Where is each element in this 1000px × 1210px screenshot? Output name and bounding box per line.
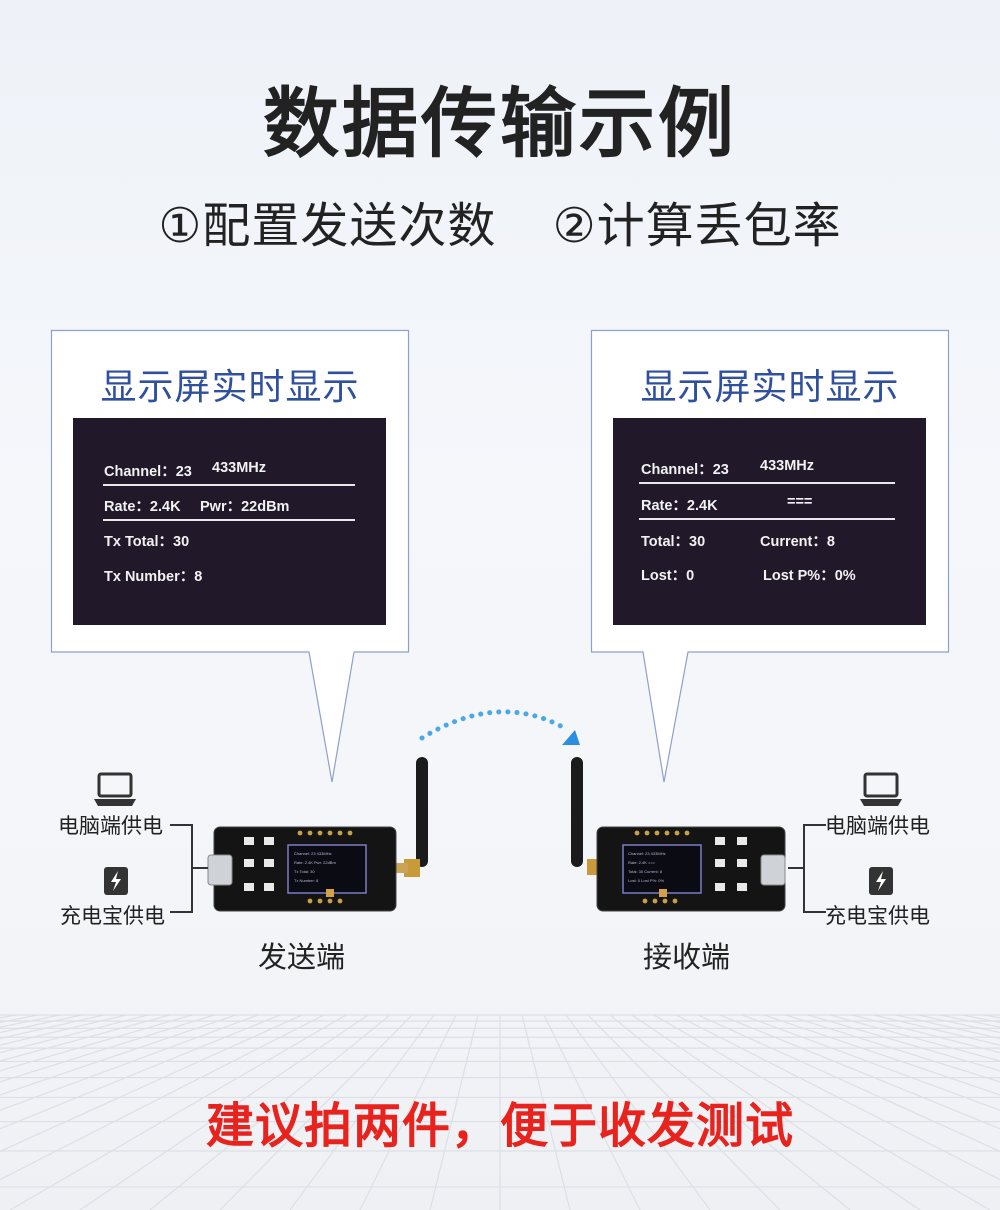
- sender-display-callout: 显示屏实时显示 Channel：23 433MHz Rate：2.4K Pwr：…: [50, 329, 410, 783]
- receiver-channel: Channel：23: [641, 462, 729, 478]
- laptop-icon: [94, 772, 136, 806]
- page-title: 数据传输示例: [263, 79, 737, 168]
- subtitle: ①配置发送次数 ②计算丢包率: [0, 186, 1000, 256]
- pc-power-label-right: 电脑端供电: [825, 814, 930, 838]
- svg-text:Lost: 0 Lost P%: 0%: Lost: 0 Lost P%: 0%: [628, 878, 664, 883]
- purchase-advice: 建议拍两件，便于收发测试: [205, 1098, 794, 1154]
- svg-text:Channel: 23 433MHz: Channel: 23 433MHz: [294, 851, 332, 856]
- svg-text:Rate: 2.4K ===: Rate: 2.4K ===: [628, 860, 656, 865]
- step-calc-loss: ②计算丢包率: [552, 198, 842, 254]
- sender-tx-total: Tx Total：30: [104, 534, 190, 550]
- screen-divider: [103, 519, 355, 521]
- svg-text:Total: 30 Current: 8: Total: 30 Current: 8: [628, 869, 663, 874]
- power-bracket-left: [170, 824, 208, 913]
- receiver-board: Channel: 23 433MHz Rate: 2.4K === Total:…: [571, 757, 786, 912]
- power-bank-icon: [869, 867, 893, 895]
- power-bank-icon: [104, 867, 128, 895]
- receiver-total: Total：30: [641, 534, 706, 550]
- sender-board: Channel: 23 433MHz Rate: 2.4K Pwr: 22dBm…: [207, 757, 428, 912]
- sender-tx-number: Tx Number：8: [104, 569, 203, 585]
- power-bracket-right: [788, 824, 826, 913]
- pc-power-label-left: 电脑端供电: [58, 814, 163, 838]
- svg-text:Tx Number: 8: Tx Number: 8: [294, 878, 319, 883]
- receiver-current: Current：8: [760, 534, 835, 550]
- receiver-rate: Rate：2.4K: [641, 498, 718, 514]
- screen-divider: [639, 482, 895, 484]
- receiver-indicator: ===: [787, 494, 813, 510]
- wireless-signal-arc: [419, 709, 580, 745]
- laptop-icon: [860, 772, 902, 806]
- sender-frequency: 433MHz: [212, 460, 266, 476]
- svg-text:Tx Total: 30: Tx Total: 30: [294, 869, 315, 874]
- sender-label: 发送端: [258, 940, 346, 974]
- receiver-display-callout: 显示屏实时显示 Channel：23 433MHz Rate：2.4K === …: [590, 329, 950, 783]
- sender-oled-screen: Channel：23 433MHz Rate：2.4K Pwr：22dBm Tx…: [73, 418, 386, 625]
- sender-power: Pwr：22dBm: [200, 499, 290, 515]
- receiver-frequency: 433MHz: [760, 458, 814, 474]
- sender-channel: Channel：23: [104, 464, 192, 480]
- sender-rate: Rate：2.4K: [104, 499, 181, 515]
- receiver-lost-percent: Lost P%：0%: [763, 568, 856, 584]
- screen-divider: [103, 484, 355, 486]
- receiver-display-title: 显示屏实时显示: [640, 367, 900, 408]
- powerbank-label-left: 充电宝供电: [60, 904, 165, 928]
- receiver-lost: Lost：0: [641, 568, 695, 584]
- sender-display-title: 显示屏实时显示: [100, 367, 360, 408]
- powerbank-label-right: 充电宝供电: [825, 904, 930, 928]
- receiver-label: 接收端: [643, 940, 731, 974]
- svg-text:Rate: 2.4K Pwr: 22dBm: Rate: 2.4K Pwr: 22dBm: [294, 860, 336, 865]
- step-configure-count: ①配置发送次数: [158, 198, 497, 254]
- svg-text:Channel: 23 433MHz: Channel: 23 433MHz: [628, 851, 666, 856]
- receiver-oled-screen: Channel：23 433MHz Rate：2.4K === Total：30…: [613, 418, 926, 625]
- screen-divider: [639, 518, 895, 520]
